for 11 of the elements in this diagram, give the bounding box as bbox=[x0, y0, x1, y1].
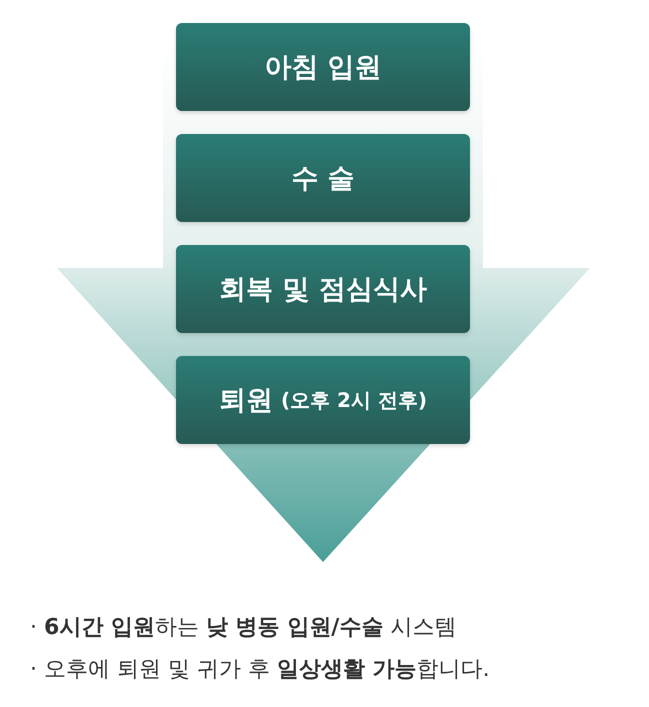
step-box bbox=[176, 245, 470, 333]
bullet-note: · 6시간 입원하는 낮 병동 입원/수술 시스템 bbox=[30, 614, 458, 642]
step-box bbox=[176, 23, 470, 111]
step-box bbox=[176, 134, 470, 222]
step-label: 아침 입원 bbox=[264, 51, 382, 85]
step-box bbox=[176, 356, 470, 444]
step-label: 회복 및 점심식사 bbox=[219, 273, 427, 307]
step-label: 퇴원 bbox=[218, 384, 273, 418]
bullet-note: · 오후에 퇴원 및 귀가 후 일상생활 가능합니다. bbox=[30, 656, 490, 684]
step-label: 수 술 bbox=[291, 162, 355, 196]
step-note: (오후 2시 전후) bbox=[280, 386, 428, 414]
